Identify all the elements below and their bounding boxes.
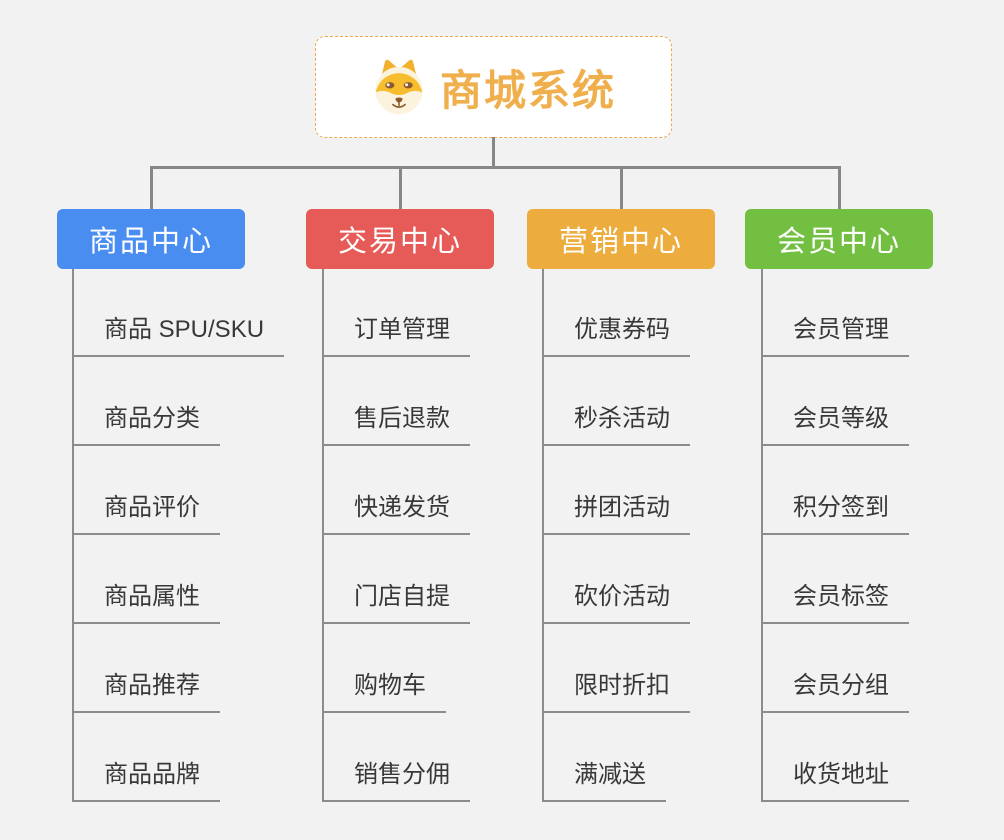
leaf-node[interactable]: 会员标签	[761, 576, 909, 624]
connector-line	[761, 269, 763, 801]
leaf-node[interactable]: 会员等级	[761, 398, 909, 446]
branch-node-marketing-center[interactable]: 营销中心	[527, 209, 715, 269]
leaf-node[interactable]: 商品推荐	[72, 665, 220, 713]
doge-icon	[375, 59, 423, 115]
leaf-node[interactable]: 门店自提	[322, 576, 470, 624]
leaf-node[interactable]: 快递发货	[322, 487, 470, 535]
branch-node-product-center[interactable]: 商品中心	[57, 209, 245, 269]
connector-line	[72, 269, 74, 801]
leaf-node[interactable]: 商品属性	[72, 576, 220, 624]
leaf-node[interactable]: 积分签到	[761, 487, 909, 535]
connector-line	[542, 269, 544, 801]
leaf-node[interactable]: 秒杀活动	[542, 398, 690, 446]
leaf-node[interactable]: 会员管理	[761, 309, 909, 357]
leaf-node[interactable]: 收货地址	[761, 754, 909, 802]
leaf-node[interactable]: 售后退款	[322, 398, 470, 446]
leaf-node[interactable]: 购物车	[322, 665, 446, 713]
leaf-node[interactable]: 销售分佣	[322, 754, 470, 802]
connector-line	[150, 166, 841, 169]
leaf-node[interactable]: 会员分组	[761, 665, 909, 713]
root-node-mall-system[interactable]: 商城系统	[315, 36, 672, 138]
branch-node-trade-center[interactable]: 交易中心	[306, 209, 494, 269]
leaf-node[interactable]: 商品 SPU/SKU	[72, 309, 285, 357]
leaf-node[interactable]: 砍价活动	[542, 576, 690, 624]
leaf-node[interactable]: 订单管理	[322, 309, 470, 357]
leaf-node[interactable]: 拼团活动	[542, 487, 690, 535]
connector-line	[492, 137, 495, 168]
connector-line	[620, 166, 623, 209]
connector-line	[399, 166, 402, 209]
leaf-node[interactable]: 优惠券码	[542, 309, 690, 357]
branch-node-member-center[interactable]: 会员中心	[745, 209, 933, 269]
connector-line	[322, 269, 324, 801]
leaf-node[interactable]: 限时折扣	[542, 665, 690, 713]
leaf-node[interactable]: 商品评价	[72, 487, 220, 535]
leaf-node[interactable]: 商品分类	[72, 398, 220, 446]
leaf-node[interactable]: 满减送	[542, 754, 666, 802]
leaf-node[interactable]: 商品品牌	[72, 754, 220, 802]
root-node-title: 商城系统	[439, 66, 616, 114]
connector-line	[838, 166, 841, 209]
connector-line	[150, 166, 153, 209]
